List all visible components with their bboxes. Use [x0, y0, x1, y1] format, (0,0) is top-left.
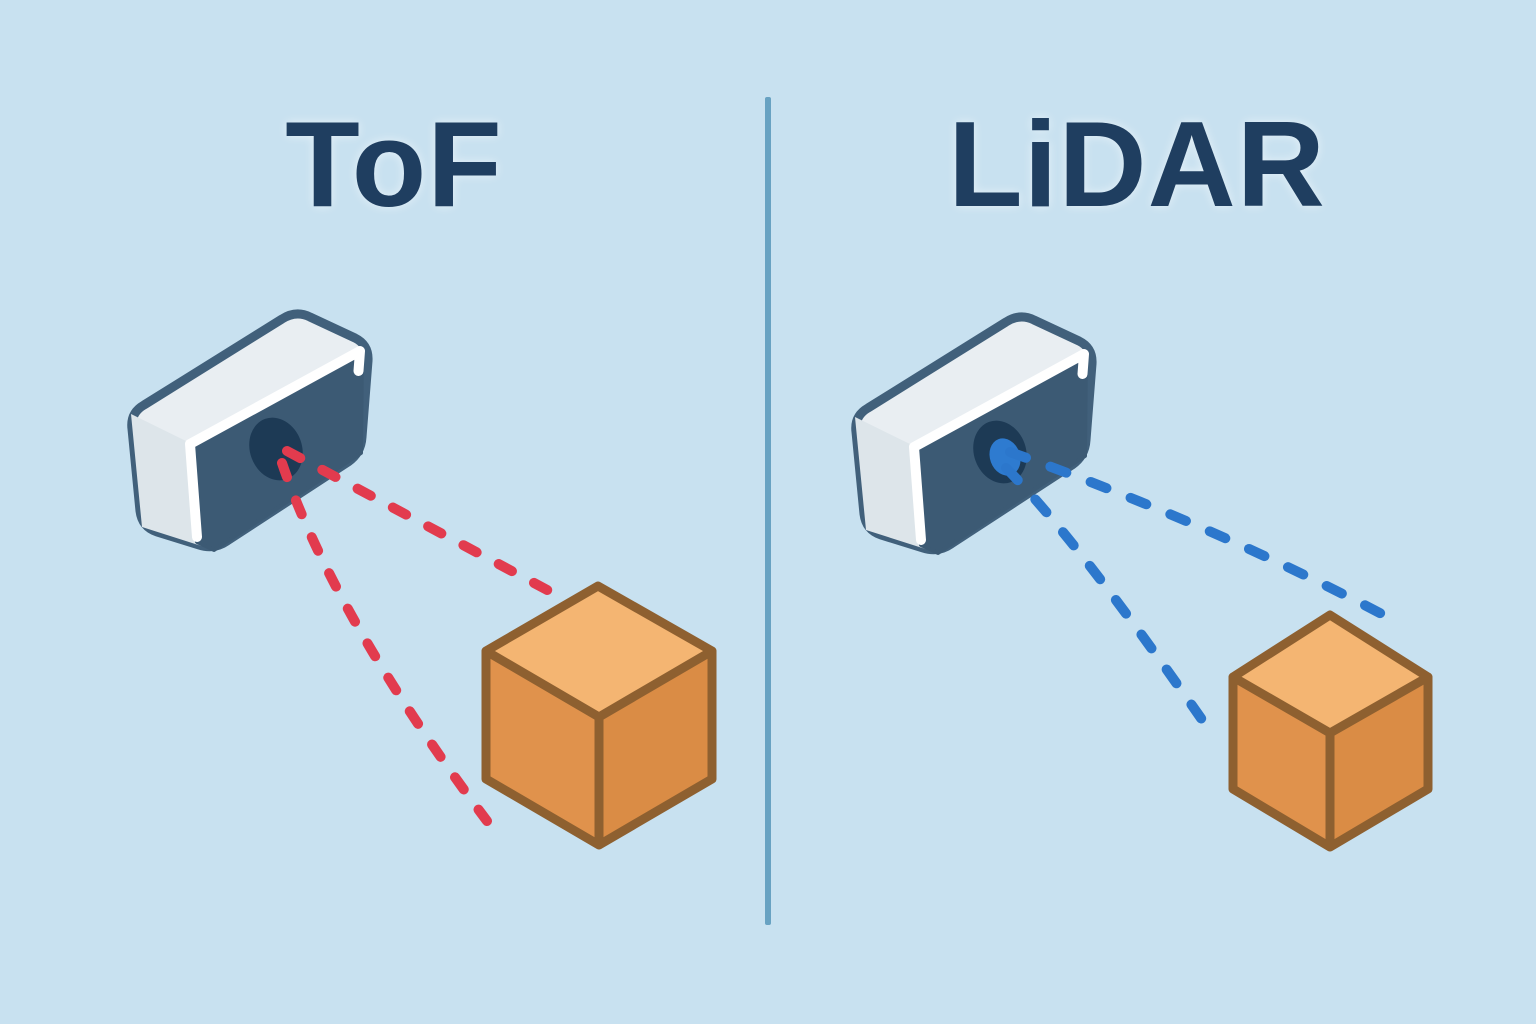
tof-lens-icon — [249, 417, 303, 481]
tof-camera-sensor-icon — [127, 309, 373, 552]
lidar-title: LiDAR — [948, 96, 1326, 232]
lidar-beams — [1001, 447, 1402, 742]
tof-title: ToF — [285, 96, 503, 232]
tof-beam-lower — [277, 458, 492, 826]
tof-target-cube-icon — [481, 581, 717, 850]
lidar-beam-lower — [1001, 463, 1219, 742]
lidar-beam-upper — [1005, 447, 1402, 627]
tof-beam-upper — [282, 446, 556, 597]
vertical-divider-line — [765, 97, 771, 925]
lidar-camera-sensor-icon — [851, 312, 1097, 555]
lidar-target-cube-icon — [1228, 610, 1433, 852]
tof-beams — [277, 446, 556, 826]
